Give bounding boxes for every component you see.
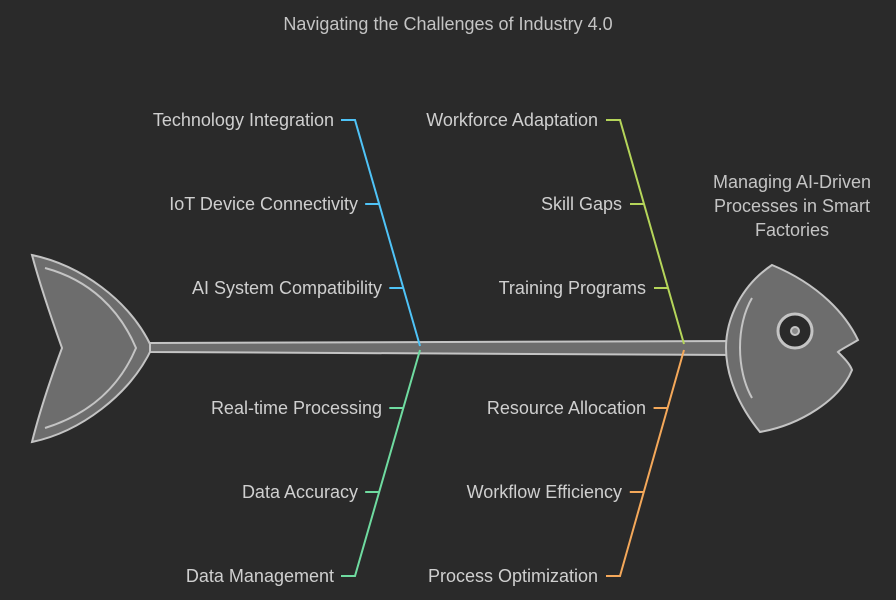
cause-label: IoT Device Connectivity bbox=[169, 194, 358, 214]
cause-label: Workforce Adaptation bbox=[426, 110, 598, 130]
cause-label: Process Optimization bbox=[427, 566, 598, 586]
cause-label: Data Management bbox=[185, 566, 334, 586]
fish-gill-line bbox=[739, 297, 753, 399]
category-bone bbox=[341, 119, 421, 347]
category-bone bbox=[341, 349, 421, 577]
cause-label: AI System Compatibility bbox=[191, 278, 382, 298]
cause-label: Workflow Efficiency bbox=[466, 482, 622, 502]
fish-pupil bbox=[790, 326, 800, 336]
diagram-title: Navigating the Challenges of Industry 4.… bbox=[283, 14, 613, 34]
category-bone bbox=[606, 119, 685, 345]
cause-label: Skill Gaps bbox=[540, 194, 622, 214]
cause-label: Resource Allocation bbox=[486, 398, 646, 418]
effect-label: Managing AI-Driven Processes in Smart Fa… bbox=[712, 172, 872, 240]
fish-tail bbox=[30, 253, 154, 444]
cause-label: Technology Integration bbox=[152, 110, 334, 130]
fish-tail-fin-line bbox=[44, 267, 138, 429]
cause-label: Training Programs bbox=[498, 278, 646, 298]
cause-label: Data Accuracy bbox=[241, 482, 358, 502]
fish-spine bbox=[149, 339, 736, 357]
category-bone bbox=[606, 349, 685, 577]
cause-label: Real-time Processing bbox=[210, 398, 382, 418]
